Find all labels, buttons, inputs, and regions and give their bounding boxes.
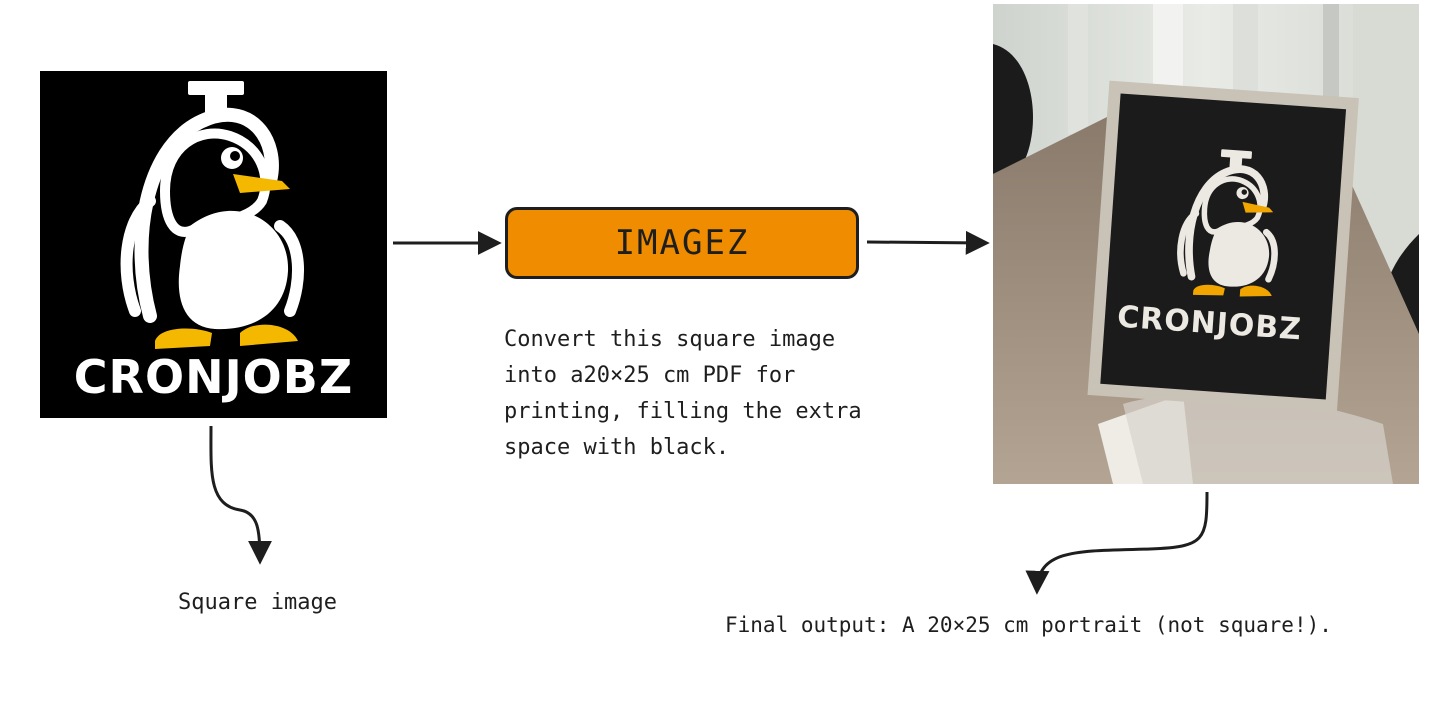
arrow-process-to-photo bbox=[866, 230, 990, 255]
photo-frame bbox=[1087, 80, 1359, 413]
penguin-foot-left bbox=[155, 328, 212, 349]
process-description: Convert this square image into a20×25 cm… bbox=[504, 327, 862, 460]
process-label: IMAGEZ bbox=[614, 223, 750, 263]
arrow-photo-to-caption bbox=[1025, 491, 1209, 595]
arrow-logo-to-caption bbox=[209, 425, 272, 565]
penguin-foot-right bbox=[240, 324, 298, 346]
imagez-process-box: IMAGEZ bbox=[505, 207, 859, 279]
framed-print-photo: CRONJOBZ bbox=[993, 4, 1419, 484]
final-output-caption: Final output: A 20×25 cm portrait (not s… bbox=[725, 613, 1332, 637]
logo-text: CRONJOBZ bbox=[73, 350, 354, 404]
beak bbox=[233, 174, 290, 193]
penguin-icon bbox=[120, 81, 304, 349]
square-image-caption: Square image bbox=[178, 590, 337, 615]
source-square-image: CRONJOBZ bbox=[40, 71, 387, 418]
